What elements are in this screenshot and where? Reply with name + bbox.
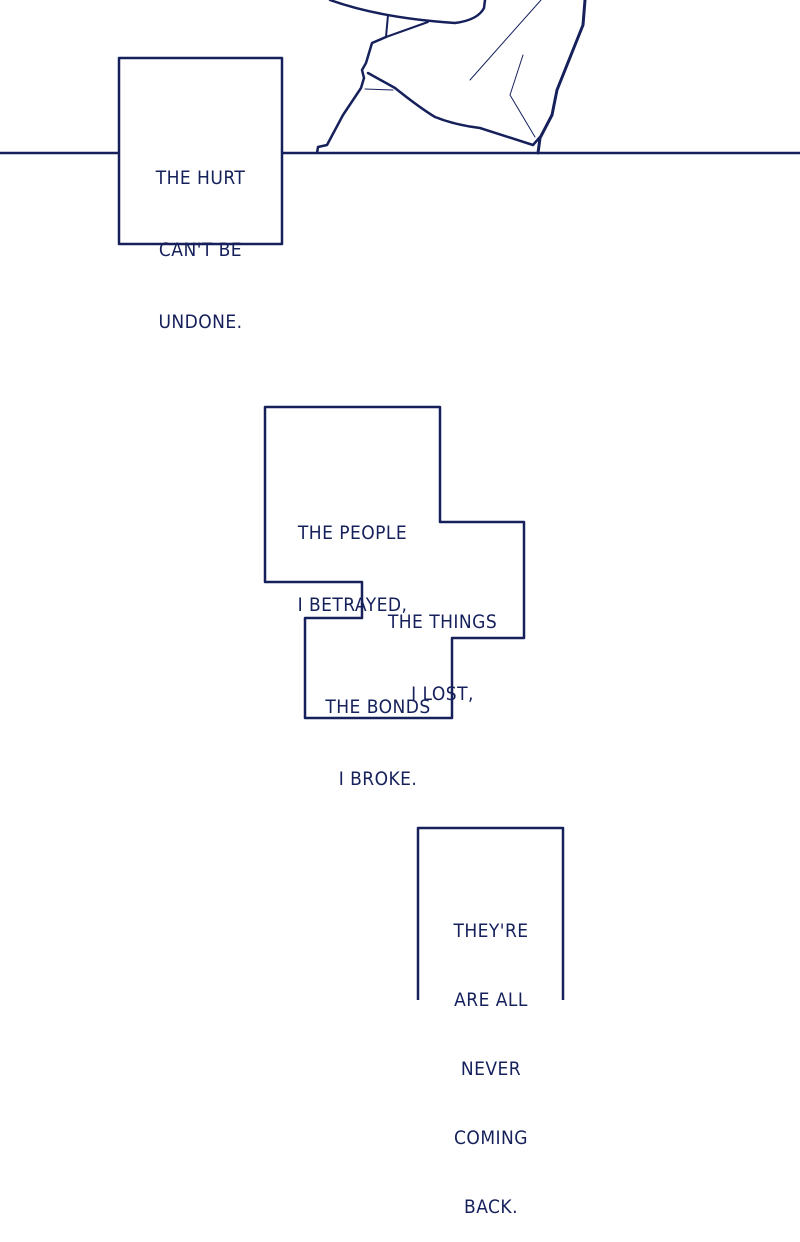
- caption-line: I BETRAYED,: [297, 594, 408, 616]
- caption-line: THE HURT: [155, 167, 246, 189]
- caption-text-2b: THE THINGS I LOST,: [373, 562, 513, 730]
- cloaked-figure-drawing: [315, 0, 587, 155]
- caption-line: THE BONDS: [325, 696, 431, 718]
- caption-box-3: [416, 826, 565, 1000]
- caption-line: COMING: [454, 1127, 528, 1149]
- caption-line: I LOST,: [411, 683, 474, 705]
- caption-line: CAN'T BE: [158, 239, 243, 261]
- caption-line: BACK.: [464, 1196, 518, 1218]
- caption-line: UNDONE.: [158, 311, 243, 333]
- caption-line: ARE ALL: [454, 989, 528, 1011]
- caption-line: THE PEOPLE: [297, 522, 408, 544]
- caption-line: THE THINGS: [387, 611, 498, 633]
- caption-line: THEY'RE: [453, 920, 529, 942]
- caption-text-1: THE HURT CAN'T BE UNDONE.: [127, 118, 274, 358]
- comic-artwork: [0, 0, 800, 1000]
- caption-text-2c: THE BONDS I BROKE.: [315, 647, 441, 815]
- caption-text-3: THEY'RE ARE ALL NEVER COMING BACK.: [427, 874, 555, 1242]
- caption-text-2a: THE PEOPLE I BETRAYED,: [278, 473, 427, 641]
- caption-line: NEVER: [460, 1058, 522, 1080]
- caption-box-1: [117, 56, 284, 246]
- caption-box-2: [263, 405, 526, 720]
- caption-line: I BROKE.: [338, 768, 418, 790]
